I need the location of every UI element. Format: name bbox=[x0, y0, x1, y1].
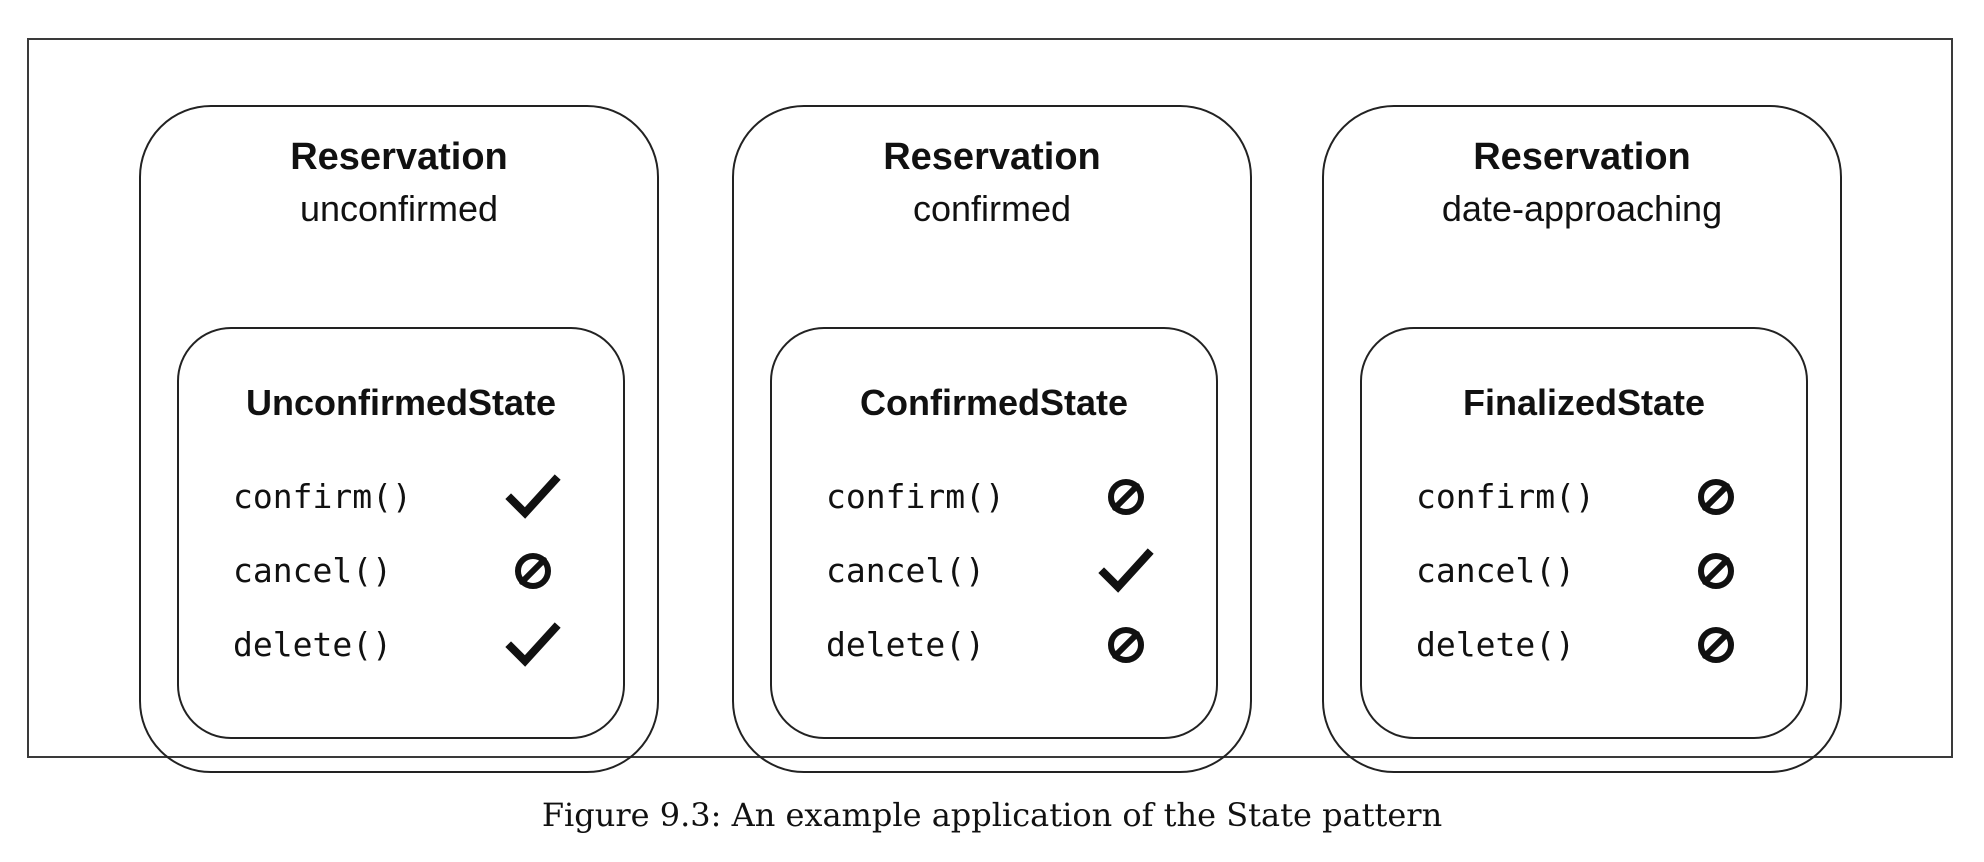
reservation-title: Reservation bbox=[290, 136, 508, 178]
method-row-delete: delete() bbox=[1416, 615, 1776, 675]
reservation-box-unconfirmed: Reservation unconfirmed UnconfirmedState… bbox=[139, 105, 659, 773]
prohibited-icon bbox=[1098, 619, 1154, 671]
state-title: ConfirmedState bbox=[859, 382, 1129, 423]
reservation-title: Reservation bbox=[1473, 136, 1691, 178]
reservation-box-date-approaching: Reservation date-approaching FinalizedSt… bbox=[1322, 105, 1842, 773]
method-row-cancel: cancel() bbox=[233, 541, 593, 601]
state-title: UnconfirmedState bbox=[245, 382, 557, 423]
reservation-box-confirmed: Reservation confirmed ConfirmedState con… bbox=[732, 105, 1252, 773]
check-icon bbox=[505, 471, 561, 523]
state-title: FinalizedState bbox=[1462, 382, 1706, 423]
method-name: confirm() bbox=[233, 477, 412, 516]
reservation-subtitle: date-approaching bbox=[1441, 188, 1723, 229]
reservation-subtitle: confirmed bbox=[912, 188, 1072, 229]
state-box-finalized: FinalizedState confirm() cancel() delete… bbox=[1360, 327, 1808, 739]
reservation-subtitle: unconfirmed bbox=[299, 188, 499, 229]
method-name: delete() bbox=[233, 625, 392, 664]
method-name: confirm() bbox=[826, 477, 1005, 516]
method-name: delete() bbox=[1416, 625, 1575, 664]
method-row-delete: delete() bbox=[233, 615, 593, 675]
check-icon bbox=[505, 619, 561, 671]
prohibited-icon bbox=[505, 545, 561, 597]
method-name: delete() bbox=[826, 625, 985, 664]
method-name: cancel() bbox=[826, 551, 985, 590]
method-name: cancel() bbox=[1416, 551, 1575, 590]
figure-caption: Figure 9.3: An example application of th… bbox=[541, 796, 1443, 834]
method-row-cancel: cancel() bbox=[1416, 541, 1776, 601]
method-name: confirm() bbox=[1416, 477, 1595, 516]
state-box-unconfirmed: UnconfirmedState confirm() cancel() dele… bbox=[177, 327, 625, 739]
prohibited-icon bbox=[1688, 545, 1744, 597]
method-row-confirm: confirm() bbox=[233, 467, 593, 527]
method-row-confirm: confirm() bbox=[826, 467, 1186, 527]
diagram-frame: Reservation unconfirmed UnconfirmedState… bbox=[27, 38, 1953, 773]
prohibited-icon bbox=[1688, 471, 1744, 523]
method-row-delete: delete() bbox=[826, 615, 1186, 675]
method-row-cancel: cancel() bbox=[826, 541, 1186, 601]
method-name: cancel() bbox=[233, 551, 392, 590]
reservation-title: Reservation bbox=[883, 136, 1101, 178]
prohibited-icon bbox=[1098, 471, 1154, 523]
method-row-confirm: confirm() bbox=[1416, 467, 1776, 527]
prohibited-icon bbox=[1688, 619, 1744, 671]
state-box-confirmed: ConfirmedState confirm() cancel() delete… bbox=[770, 327, 1218, 739]
check-icon bbox=[1098, 545, 1154, 597]
